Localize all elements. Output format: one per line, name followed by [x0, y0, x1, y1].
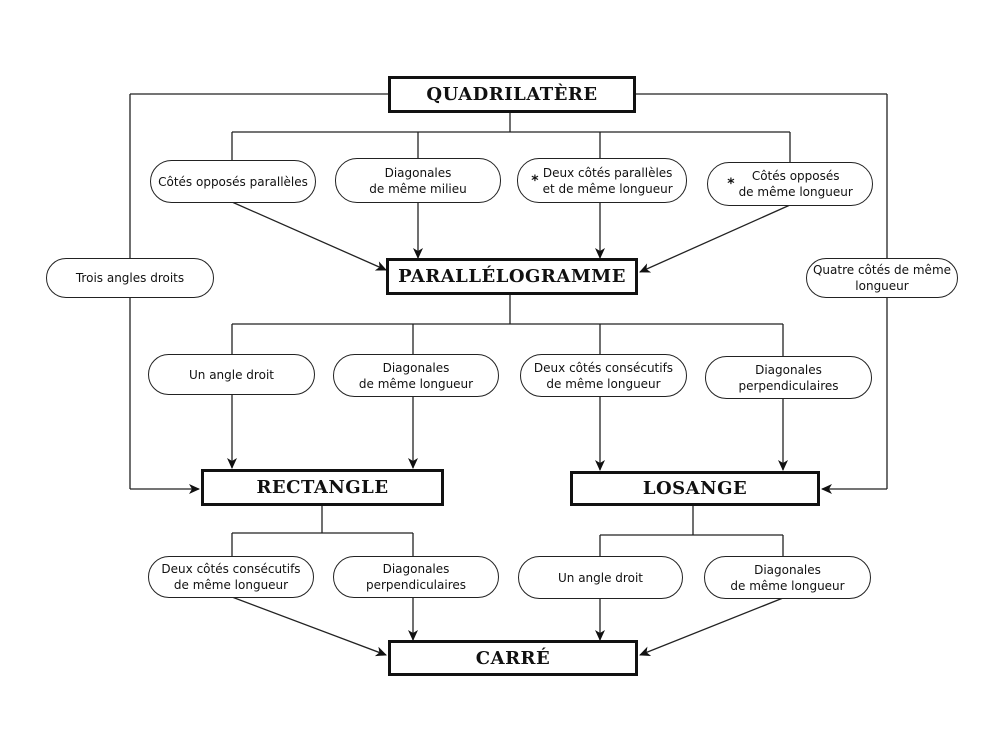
condition-text: perpendiculaires [738, 378, 839, 393]
condition-q-p4: * Côtés opposés de même longueur [707, 162, 873, 206]
condition-text: et de même longueur [542, 181, 673, 196]
condition-text: de même longueur [173, 578, 289, 592]
condition-text: longueur [855, 279, 909, 293]
condition-r-c1: Deux côtés consécutifs de même longueur [148, 556, 314, 598]
condition-text: Diagonales [382, 562, 450, 576]
condition-text: Diagonales [755, 362, 822, 377]
condition-text: Deux côtés parallèles [542, 165, 673, 180]
condition-text: de même longueur [730, 578, 845, 593]
condition-text: Côtés opposés parallèles [158, 174, 308, 189]
condition-text: de même longueur [738, 185, 853, 199]
condition-text: de même longueur [546, 376, 661, 391]
condition-q-p1: Côtés opposés parallèles [150, 160, 316, 203]
star-marker: * [727, 176, 735, 192]
node-carre-label: CARRÉ [475, 647, 551, 669]
node-parallelogramme-label: PARALLÉLOGRAMME [398, 266, 626, 287]
condition-text: Côtés opposés [751, 169, 840, 183]
condition-text: Un angle droit [189, 367, 274, 382]
condition-q-l: Quatre côtés de même longueur [806, 258, 958, 298]
condition-text: Diagonales [754, 562, 821, 577]
node-carre: CARRÉ [388, 640, 638, 676]
node-quadrilatere-label: QUADRILATÈRE [426, 84, 598, 105]
node-rectangle: RECTANGLE [201, 469, 444, 506]
node-losange: LOSANGE [570, 471, 820, 506]
condition-text: Deux côtés consécutifs [533, 360, 674, 375]
star-marker: * [531, 172, 539, 189]
condition-p-r1: Un angle droit [148, 354, 315, 395]
condition-text: Diagonales [384, 165, 452, 180]
condition-text: Diagonales [382, 360, 450, 375]
condition-text: Quatre côtés de même [812, 263, 952, 277]
condition-text: perpendiculaires [365, 578, 467, 592]
condition-text: Deux côtés consécutifs [161, 562, 301, 576]
node-quadrilatere: QUADRILATÈRE [388, 76, 636, 113]
condition-l-c1: Un angle droit [518, 556, 683, 599]
condition-text: de même milieu [369, 181, 467, 196]
condition-text: de même longueur [358, 376, 474, 391]
condition-text: Trois angles droits [75, 271, 185, 285]
node-rectangle-label: RECTANGLE [256, 477, 389, 498]
node-parallelogramme: PARALLÉLOGRAMME [386, 258, 638, 295]
condition-q-r: Trois angles droits [46, 258, 214, 298]
condition-r-c2: Diagonales perpendiculaires [333, 556, 499, 598]
node-losange-label: LOSANGE [642, 478, 748, 499]
condition-text: Un angle droit [558, 570, 643, 585]
